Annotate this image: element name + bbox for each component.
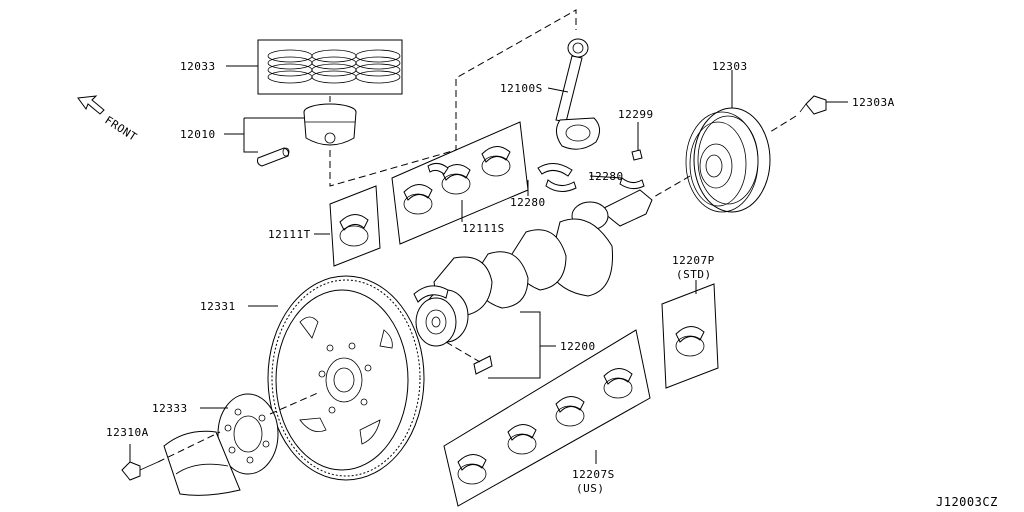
- front-arrow-icon: [77, 95, 105, 115]
- label-12111t: 12111T: [268, 228, 311, 241]
- label-12200: 12200: [560, 340, 596, 353]
- label-12331: 12331: [200, 300, 236, 313]
- woodruff-key: [631, 149, 643, 161]
- label-12280-b: 12280: [510, 196, 546, 209]
- connecting-rod: [555, 38, 600, 150]
- diagram-code: J12003CZ: [936, 495, 998, 509]
- main-bearing-upper-set: [391, 121, 529, 245]
- label-12207p: 12207P: [672, 254, 715, 267]
- label-12303: 12303: [712, 60, 748, 73]
- drive-plate: [267, 275, 425, 481]
- front-label: FRONT: [102, 114, 139, 144]
- label-12333: 12333: [152, 402, 188, 415]
- main-bearing-us-set: [443, 329, 651, 507]
- spacer-shim: [163, 430, 241, 496]
- drive-plate-bolt: [121, 461, 159, 481]
- label-12010: 12010: [180, 128, 216, 141]
- label-12299: 12299: [618, 108, 654, 121]
- label-12033: 12033: [180, 60, 216, 73]
- piston-pin: [257, 147, 290, 167]
- main-bearing-std: [661, 283, 719, 389]
- crankshaft: [413, 189, 653, 375]
- conrod-bearing: [537, 163, 645, 192]
- thrust-bearing-upper: [329, 185, 381, 267]
- piston-ring-set: [257, 39, 403, 95]
- label-12280-a: 12280: [588, 170, 624, 183]
- label-12111s: 12111S: [462, 222, 505, 235]
- label-12310a: 12310A: [106, 426, 149, 439]
- reinforcement-plate: [217, 393, 279, 475]
- crankshaft-pulley: [685, 107, 771, 213]
- pulley-bolt: [799, 95, 827, 115]
- label-12100s: 12100S: [500, 82, 543, 95]
- label-12207s: 12207S: [572, 468, 615, 481]
- piston: [303, 103, 357, 146]
- label-us: (US): [576, 482, 605, 495]
- label-12303a: 12303A: [852, 96, 895, 109]
- label-std: (STD): [676, 268, 712, 281]
